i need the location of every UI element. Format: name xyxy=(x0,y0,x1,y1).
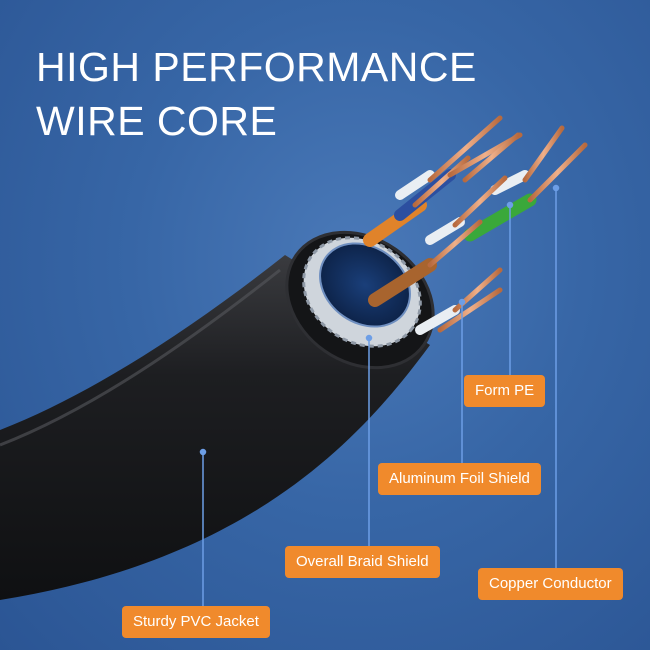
pair-white-1 xyxy=(395,170,435,200)
pair-white-2 xyxy=(490,170,530,195)
pair-green xyxy=(463,193,537,242)
callout-pointers xyxy=(199,184,560,606)
callout-overall-braid-shield: Overall Braid Shield xyxy=(285,546,440,578)
callout-sturdy-pvc-jacket: Sturdy PVC Jacket xyxy=(122,606,270,638)
pair-brown xyxy=(368,258,437,307)
callout-aluminum-foil-shield: Aluminum Foil Shield xyxy=(378,463,541,495)
jacket-highlight xyxy=(0,268,281,447)
pair-white-3 xyxy=(415,305,460,335)
headline-line-2: WIRE CORE xyxy=(36,98,278,144)
callout-form-pe: Form PE xyxy=(464,375,546,407)
callout-copper-conductor: Copper Conductor xyxy=(478,568,623,600)
copper-conductors xyxy=(412,115,588,333)
headline: HIGH PERFORMANCE WIRE CORE xyxy=(36,40,477,148)
foil-core xyxy=(319,242,411,328)
headline-line-1: HIGH PERFORMANCE xyxy=(36,44,477,90)
